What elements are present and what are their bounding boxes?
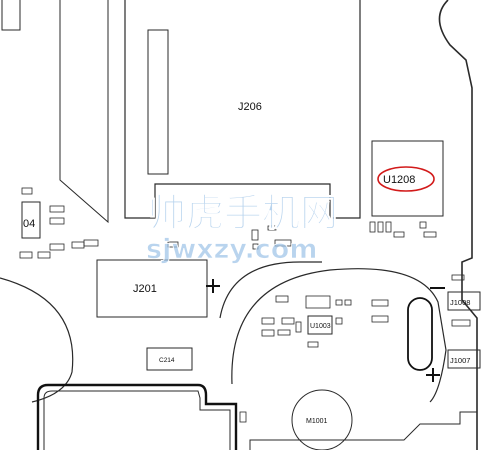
partial-04-label: 04 — [23, 218, 35, 230]
c214-label: C214 — [159, 357, 175, 364]
smd-right-group — [369, 221, 465, 281]
c214-outline — [146, 347, 193, 371]
j1008-side-part — [451, 319, 471, 327]
u1208-label: U1208 — [383, 174, 415, 186]
board-edge-right — [438, 0, 478, 450]
bracket-small-tab — [239, 411, 247, 423]
watermark-line2: sjwxzy.com — [146, 234, 317, 265]
j1008-label: J1008 — [450, 298, 470, 307]
smd-center-group — [167, 225, 292, 250]
j201-plus-marker — [206, 279, 220, 293]
u1003-label: U1003 — [310, 323, 331, 330]
vertical-slot — [407, 297, 433, 371]
slot-plus-marker — [426, 368, 440, 382]
u1208-chip — [371, 140, 444, 217]
j206-label: J206 — [238, 101, 262, 113]
lower-left-arc — [0, 277, 74, 403]
smd-left-group — [19, 187, 99, 259]
u1208-highlight — [377, 166, 435, 192]
j201-arc — [219, 261, 322, 319]
j201-label: J201 — [133, 283, 157, 295]
left-vertical-outline — [59, 0, 109, 224]
j206-outline — [124, 0, 361, 219]
top-left-outline — [1, 0, 21, 31]
center-oval — [231, 268, 447, 403]
lower-left-bracket-inner — [43, 390, 231, 450]
j1007-label: J1007 — [450, 356, 470, 365]
smd-oval-group — [261, 295, 389, 348]
u1003-outline — [307, 315, 333, 335]
watermark-line1: 帅虎手机网 — [148, 191, 338, 235]
j206-inner-slot — [147, 29, 169, 175]
m1001-outline — [291, 389, 353, 450]
lower-right-outline — [249, 411, 477, 450]
lower-left-bracket — [36, 383, 238, 450]
left-partial-component — [21, 201, 41, 239]
j1008-outline — [447, 291, 481, 311]
j1007-outline — [447, 349, 481, 369]
j201-outline — [96, 259, 208, 318]
m1001-label: M1001 — [306, 418, 328, 425]
